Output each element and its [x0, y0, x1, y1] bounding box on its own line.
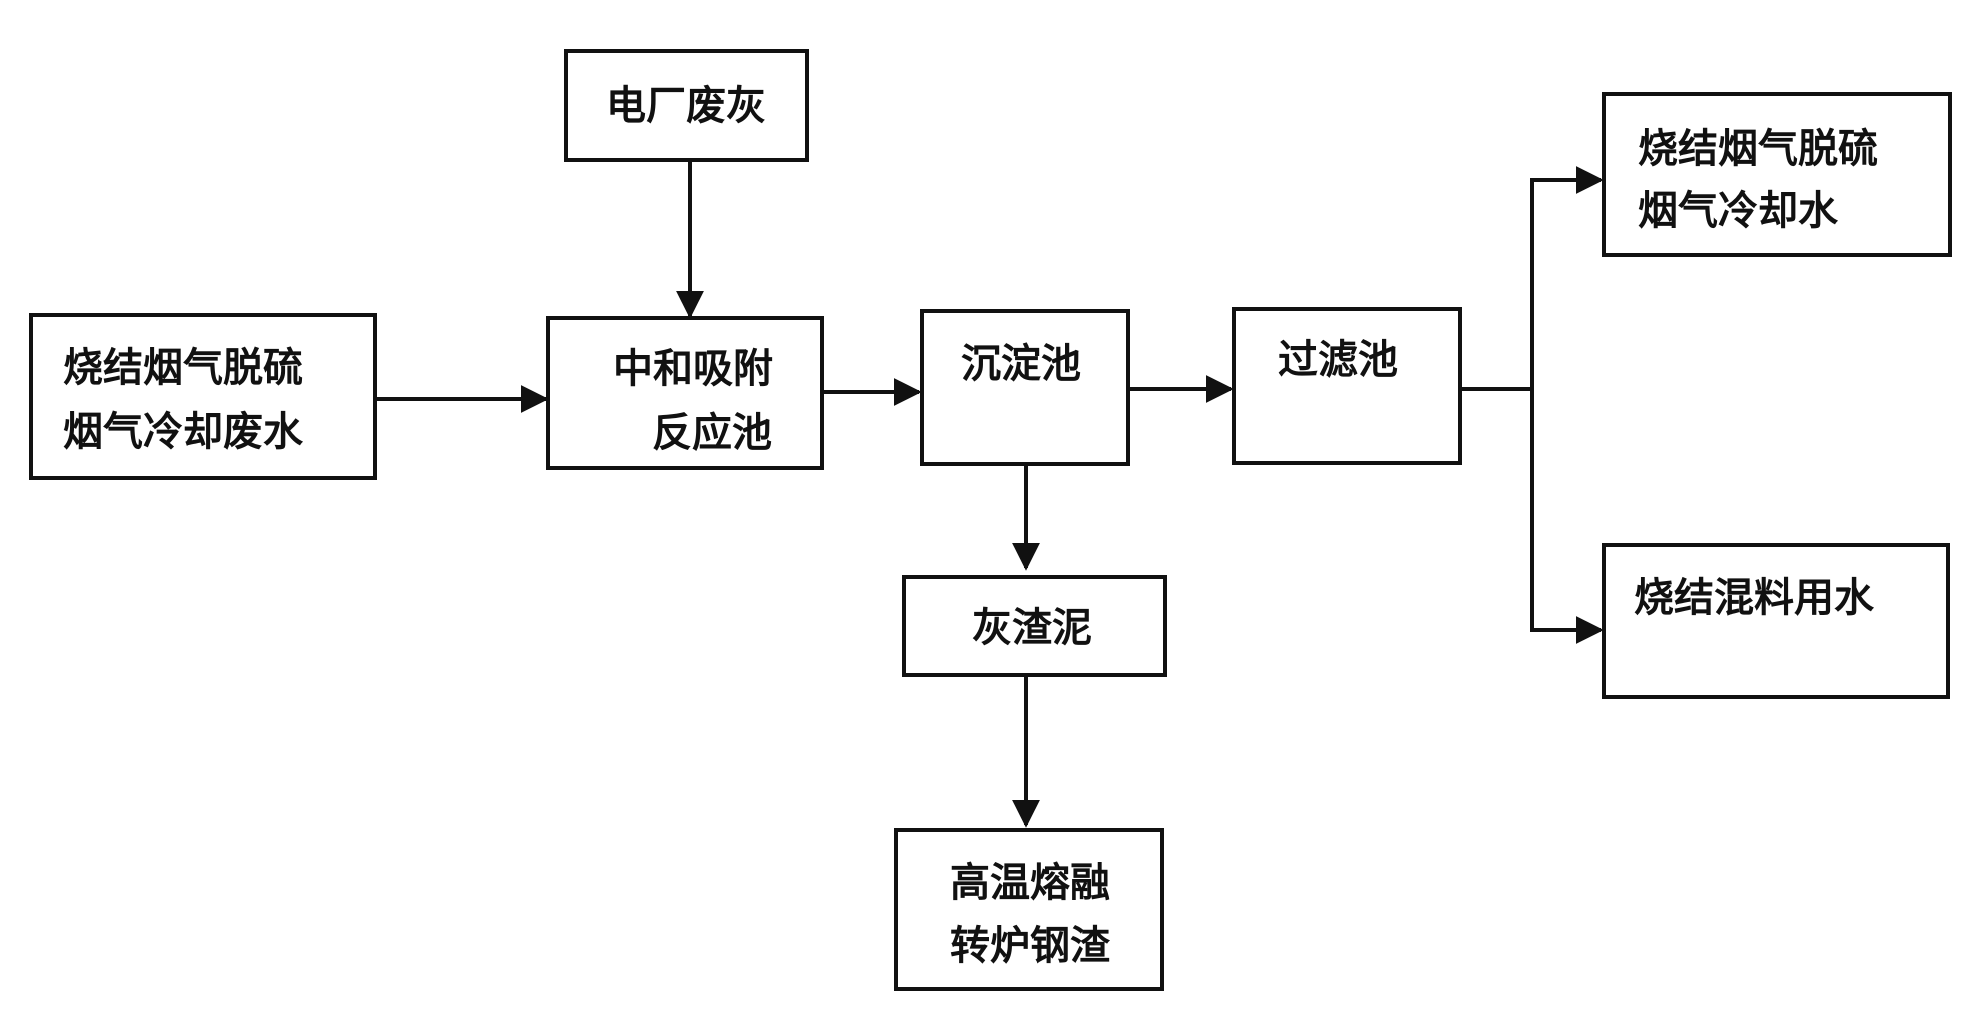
node-cooling-water-label-line1: 烧结烟气脱硫 [1638, 126, 1878, 172]
edge-filter-to-mixing-water [1530, 389, 1604, 644]
node-neutralization-tank-label-line2: 反应池 [652, 410, 772, 456]
node-settling-tank-box [920, 309, 1130, 466]
node-power-plant-ash-label: 电厂废灰 [606, 83, 766, 129]
edge-filter-to-cooling-water [1530, 166, 1604, 389]
edges [375, 160, 1604, 828]
node-settling-tank-label: 沉淀池 [961, 341, 1081, 387]
node-neutralization-tank-box [546, 316, 824, 470]
node-steel-slag-label-line2: 转炉钢渣 [950, 923, 1111, 969]
node-steel-slag-box [894, 828, 1164, 991]
node-neutralization-tank: 中和吸附 反应池 [546, 316, 824, 470]
node-filter-tank: 过滤池 [1232, 307, 1462, 465]
node-ash-sludge-label: 灰渣泥 [972, 605, 1092, 651]
node-ash-sludge-box [902, 575, 1167, 677]
node-ash-sludge: 灰渣泥 [902, 575, 1167, 677]
node-filter-tank-box [1232, 307, 1462, 465]
node-neutralization-tank-label-line1: 中和吸附 [613, 346, 773, 392]
node-power-plant-ash-box [564, 49, 809, 162]
node-power-plant-ash: 电厂废灰 [564, 49, 809, 162]
node-settling-tank: 沉淀池 [920, 309, 1130, 466]
node-wastewater-label-line2: 烟气冷却废水 [63, 409, 304, 455]
node-steel-slag: 高温熔融 转炉钢渣 [894, 828, 1164, 991]
node-filter-tank-label: 过滤池 [1278, 337, 1398, 383]
node-cooling-water-label-line2: 烟气冷却水 [1638, 188, 1839, 234]
node-mixing-water-box [1602, 543, 1950, 699]
node-steel-slag-label-line1: 高温熔融 [950, 860, 1110, 906]
node-wastewater-label-line1: 烧结烟气脱硫 [63, 345, 303, 391]
node-mixing-water-label: 烧结混料用水 [1634, 575, 1875, 621]
node-mixing-water: 烧结混料用水 [1602, 543, 1950, 699]
node-cooling-water-box [1602, 92, 1952, 257]
node-wastewater-box [29, 313, 377, 480]
node-wastewater: 烧结烟气脱硫 烟气冷却废水 [29, 313, 377, 480]
node-cooling-water: 烧结烟气脱硫 烟气冷却水 [1602, 92, 1952, 257]
